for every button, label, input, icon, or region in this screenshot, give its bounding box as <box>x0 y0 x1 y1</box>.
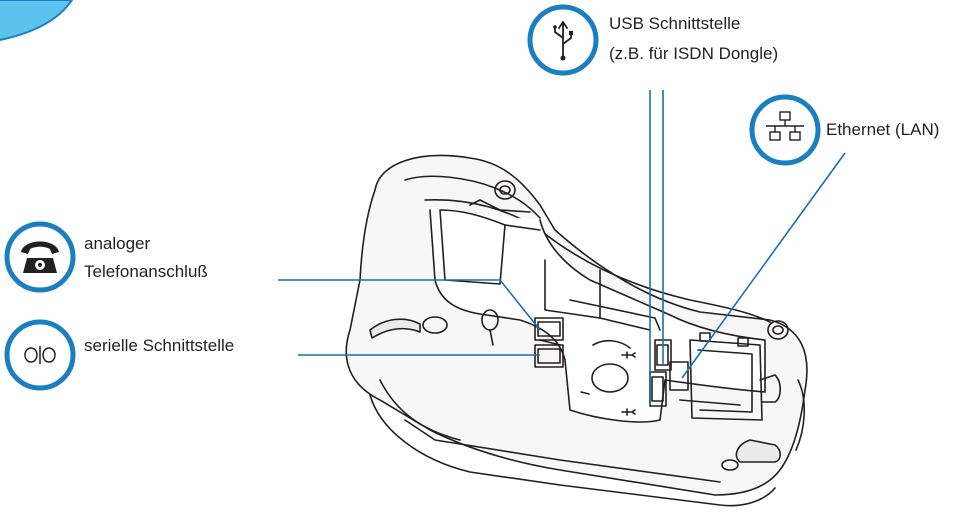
ethernet-label: Ethernet (LAN) <box>826 118 939 142</box>
serial-label-line1: serielle Schnittstelle <box>84 336 235 355</box>
network-icon <box>749 94 821 166</box>
leader-lines <box>278 90 846 405</box>
ethernet-label-line1: Ethernet (LAN) <box>826 120 940 139</box>
serial-port-icon <box>4 319 76 391</box>
phone-label-line1: analoger <box>84 234 151 253</box>
phone-label: analoger Telefonanschluß <box>84 232 208 284</box>
corner-decoration <box>0 0 74 41</box>
usb-icon <box>527 4 599 76</box>
serial-label: serielle Schnittstelle <box>84 334 234 358</box>
usb-label: USB Schnittstelle (z.B. für ISDN Dongle) <box>609 12 778 66</box>
ethernet-leader-line <box>681 152 846 379</box>
usb-label-line2: (z.B. für ISDN Dongle) <box>609 44 779 63</box>
usb-label-line1: USB Schnittstelle <box>609 14 741 33</box>
phone-leader-line <box>278 279 541 331</box>
phone-label-line2: Telefonanschluß <box>84 262 208 281</box>
device-illustration <box>345 154 808 507</box>
telephone-icon <box>4 221 76 293</box>
